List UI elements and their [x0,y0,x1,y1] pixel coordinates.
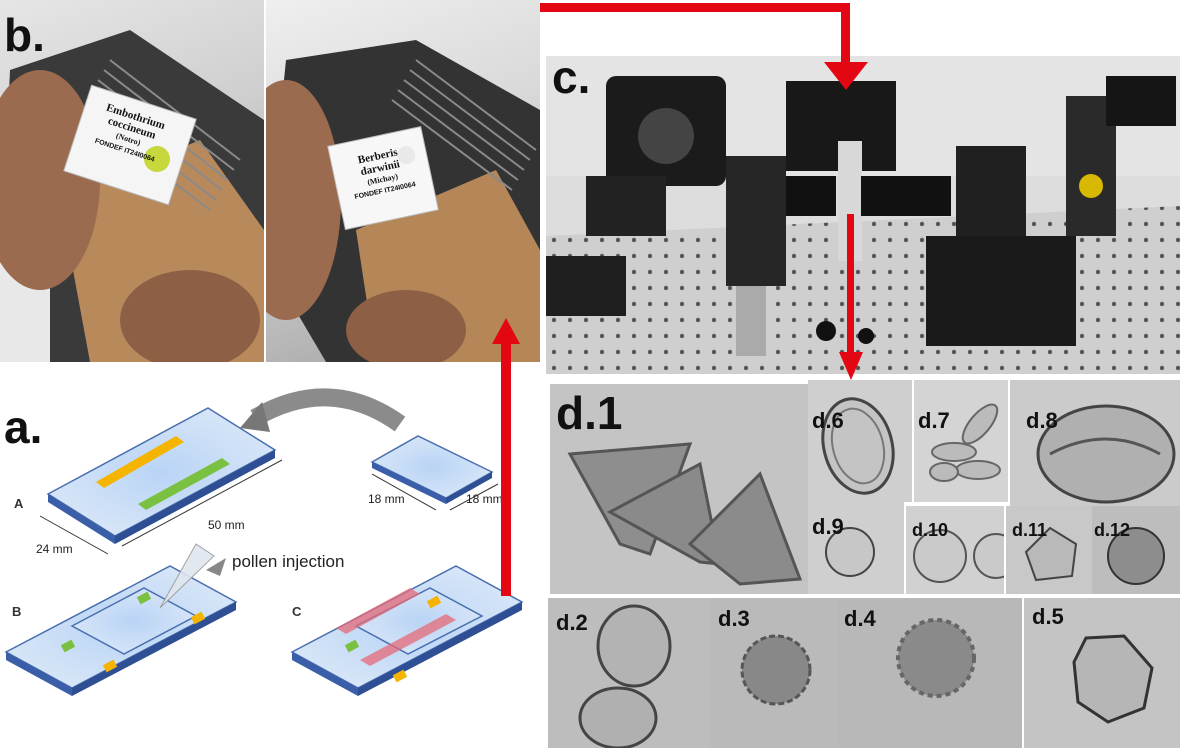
panel-label-d1: d.1 [556,387,623,439]
pollen-injection-label: pollen injection [232,552,345,571]
micrograph-d6: d.6 [808,380,912,502]
arrow-up-shaft [501,340,511,596]
micrograph-d1: d.1 [550,384,808,594]
panel-label-a: a. [4,401,43,453]
micrograph-d8: d.8 [1010,380,1180,506]
panel-label-d6: d.6 [812,408,844,433]
photo-b-right-art [266,40,540,362]
panel-label-d5: d.5 [1032,604,1064,629]
micrograph-d11: d.11 [1006,506,1092,594]
photo-b-left: Embothrium coccineum (Notro) FONDEF IT24… [0,0,264,362]
panel-label-d7: d.7 [918,408,950,433]
dim-18mm-left: 18 mm [368,492,405,506]
dim-50mm: 50 mm [208,518,245,532]
panel-label-c: c. [552,51,591,103]
panel-label-d3: d.3 [718,606,750,631]
micrograph-d1-art [567,442,803,586]
schematic-a [4,388,524,696]
step-b-label: B [12,604,22,619]
dim-18mm-right: 18 mm [466,492,503,506]
arrow-up-head [492,318,520,344]
micrograph-d2: d.2 [548,598,710,748]
photo-b-right: Berberis darwinii (Michay) FONDEF IT24I0… [266,0,540,362]
arrow-top-vertical [841,3,850,65]
dim-24mm: 24 mm [36,542,73,556]
photo-b-left-art [0,30,264,362]
micrograph-d7: d.7 [914,380,1008,502]
photo-c-art [546,56,1180,374]
photo-c-optical-setup [546,56,1180,374]
panel-label-d8: d.8 [1026,408,1058,433]
arrow-down-shaft [847,214,854,354]
micrograph-d9: d.9 [808,502,904,594]
micrograph-d5: d.5 [1024,598,1180,748]
micrograph-d10: d.10 [906,506,1004,594]
step-c-label: C [292,604,302,619]
panel-label-d9: d.9 [812,514,844,539]
micrograph-d3: d.3 [710,598,838,748]
panel-label-d4: d.4 [844,606,876,631]
panel-label-d11: d.11 [1012,520,1048,540]
panel-label-b: b. [4,9,45,61]
panel-label-d10: d.10 [912,520,949,540]
panel-label-d2: d.2 [556,610,588,635]
arrow-down-head [839,352,863,380]
micrograph-d12: d.12 [1092,506,1180,594]
step-a-label: A [14,496,24,511]
arrow-top-horizontal [540,3,850,12]
panel-label-d12: d.12 [1094,520,1131,540]
micrograph-d4: d.4 [838,598,1022,748]
arrow-top-head [824,62,868,90]
